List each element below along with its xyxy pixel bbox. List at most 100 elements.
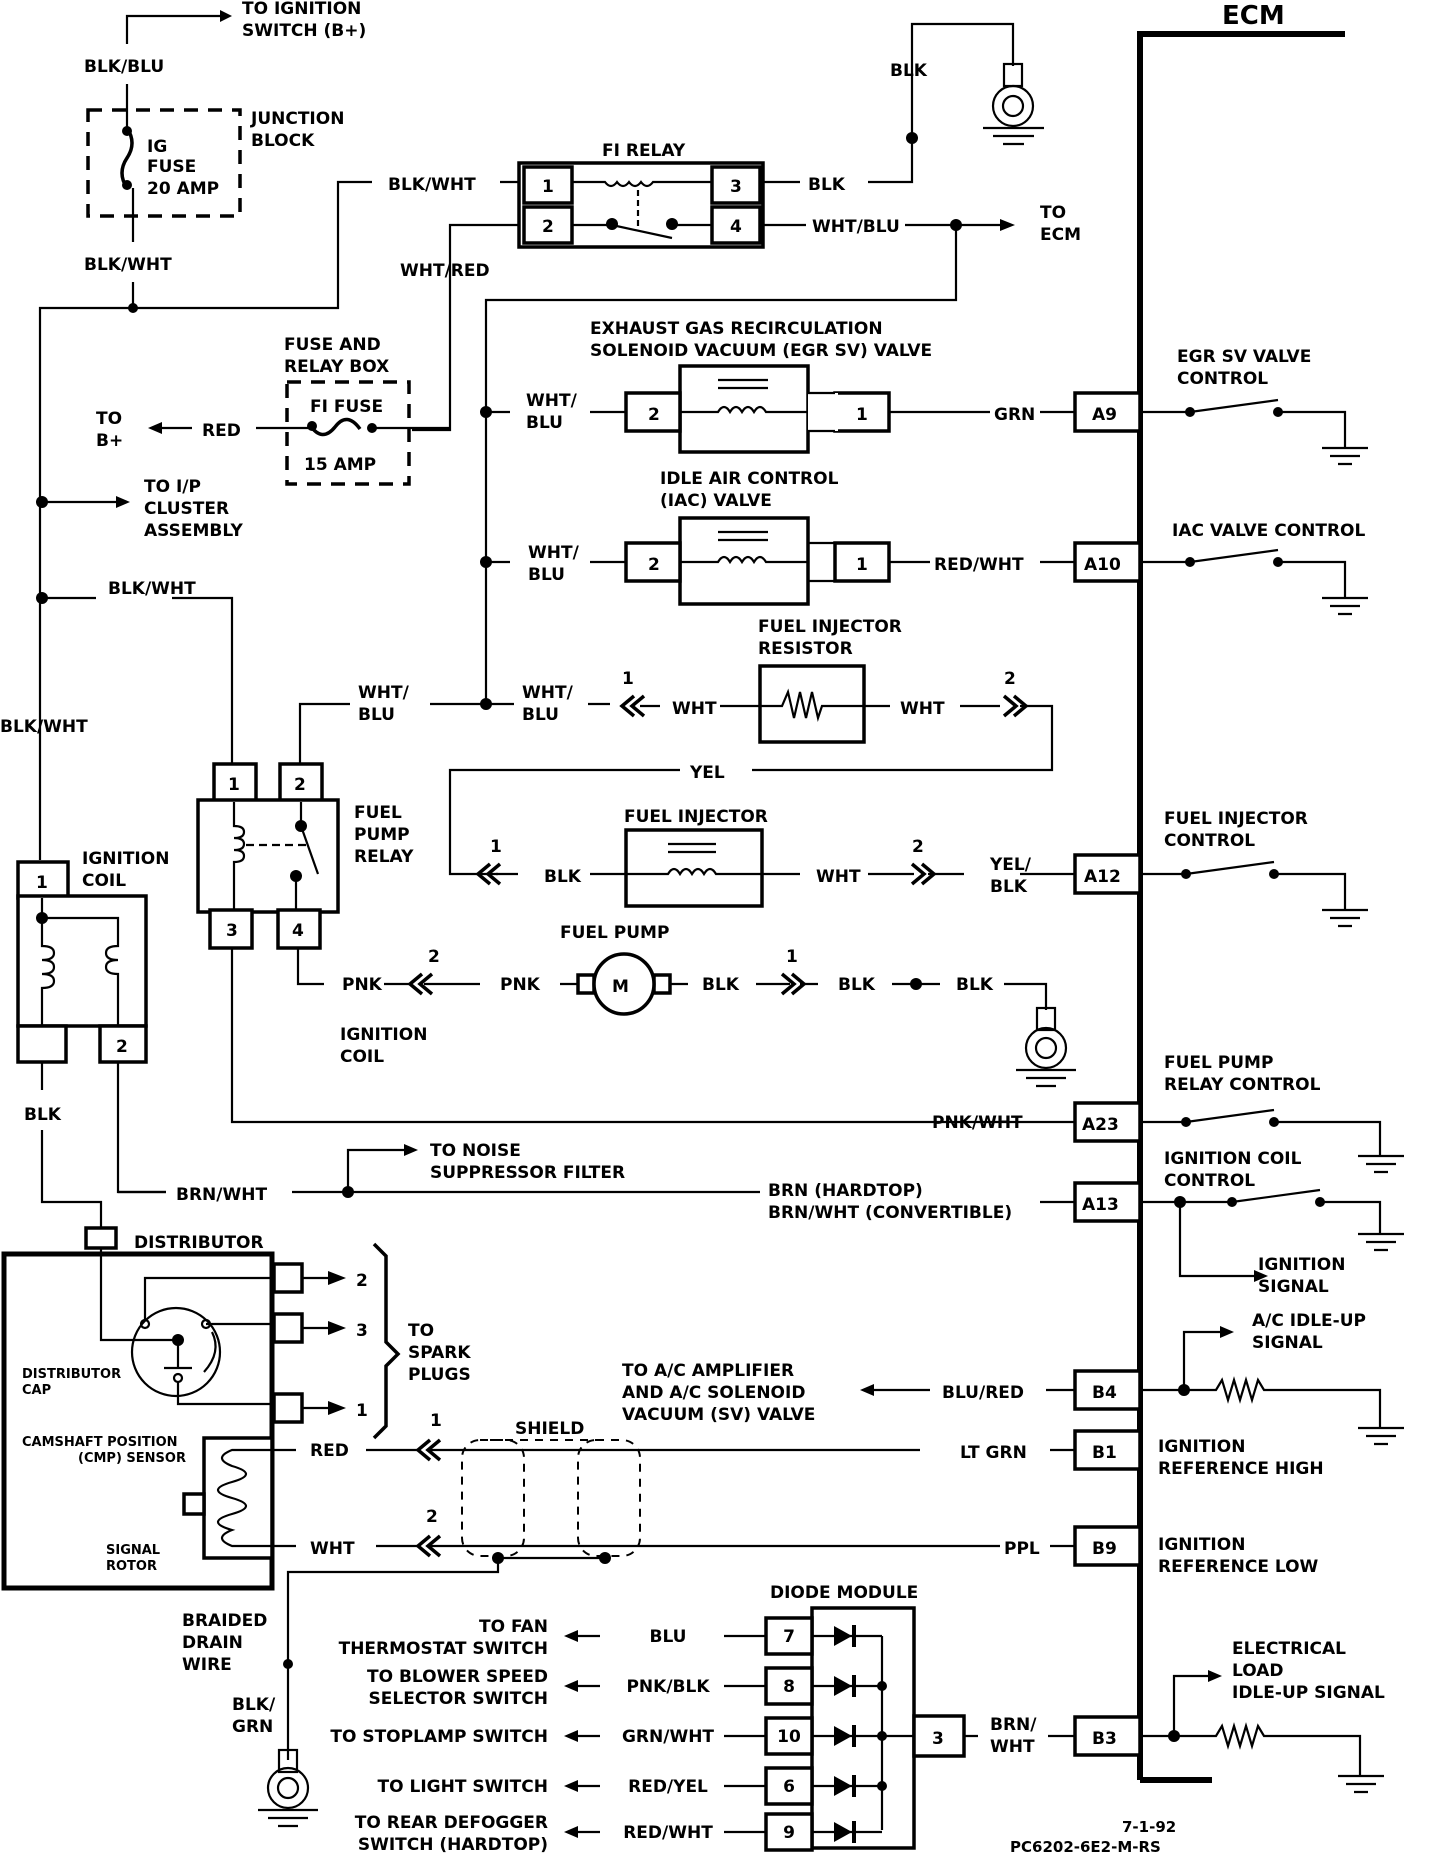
wire-label: WHT	[990, 1737, 1035, 1757]
wire-label: BLK	[990, 877, 1028, 897]
wire-label: WHT/	[522, 683, 574, 703]
arrow-left-icon	[860, 1384, 874, 1396]
diode-icon	[834, 1675, 856, 1697]
connector-number: 1	[490, 837, 502, 857]
rotation-arrow-icon	[203, 1331, 217, 1373]
ecm-pin: A23	[1082, 1115, 1119, 1135]
solenoid-coil-icon	[626, 867, 762, 877]
arrow-right-icon	[1220, 1326, 1234, 1338]
component-title: FI RELAY	[602, 141, 686, 161]
component-title: FUEL INJECTOR	[758, 617, 902, 637]
arrow-right-icon	[116, 496, 130, 508]
component-title: SOLENOID VACUUM (EGR SV) VALVE	[590, 341, 932, 361]
label: 20 AMP	[147, 179, 219, 199]
spark-plug-number: 3	[356, 1321, 368, 1341]
pin-label: 4	[730, 217, 742, 237]
pin-label: 1	[228, 775, 240, 795]
connector-icon	[475, 862, 502, 886]
label: DISTRIBUTOR	[22, 1367, 121, 1382]
solenoid-coil-icon	[680, 555, 808, 565]
wire-label: RED	[202, 421, 241, 441]
connector-icon	[415, 1534, 442, 1558]
wire-label: BRN/	[990, 1715, 1037, 1735]
wire-label: RED	[310, 1441, 349, 1461]
arrow-right-icon	[1000, 219, 1015, 231]
ecm-function-label: IGNITION	[1158, 1437, 1245, 1457]
label: CAP	[22, 1383, 51, 1398]
label: AND A/C SOLENOID	[622, 1383, 805, 1403]
ecm-pin: A10	[1084, 555, 1121, 575]
solenoid-coil-icon	[680, 405, 808, 415]
wire-label: BRN (HARDTOP)	[768, 1181, 923, 1201]
wire-label: GRN	[232, 1717, 273, 1737]
wire-label: BLU	[358, 705, 395, 725]
pin-label: 6	[783, 1777, 795, 1797]
connector-number: 1	[622, 669, 634, 689]
connector-number: 2	[426, 1507, 438, 1527]
sensor-coil-icon	[216, 1448, 272, 1548]
wire-label: BLK/WHT	[108, 579, 196, 599]
fuse-icon	[120, 127, 134, 189]
iac-valve: IDLE AIR CONTROL (IAC) VALVE WHT/ BLU 2 …	[480, 469, 1368, 616]
arrow-right-icon	[404, 1144, 418, 1156]
relay-coil-icon	[232, 802, 246, 910]
connector-icon	[619, 694, 646, 718]
ac-idle-up-signal: TO A/C AMPLIFIER AND A/C SOLENOID VACUUM…	[622, 1311, 1404, 1446]
label: (CMP) SENSOR	[78, 1451, 186, 1466]
ecm-function-label: RELAY CONTROL	[1164, 1075, 1321, 1095]
pin-label: 3	[730, 177, 742, 197]
ecm-function-label: FUEL PUMP	[1164, 1053, 1273, 1073]
diode-target-label: SWITCH (HARDTOP)	[358, 1835, 548, 1855]
connector-icon	[407, 972, 434, 996]
wire-label: RED/WHT	[934, 555, 1024, 575]
diode-icon	[834, 1821, 856, 1843]
wire-label: WHT	[816, 867, 861, 887]
connector-number: 2	[1004, 669, 1016, 689]
spark-plug-number: 2	[356, 1271, 368, 1291]
ecm-function-label: CONTROL	[1164, 831, 1255, 851]
pin-label: 2	[648, 555, 660, 575]
component-title: IDLE AIR CONTROL	[660, 469, 839, 489]
diode-target-label: TO REAR DEFOGGER	[355, 1813, 548, 1833]
ground-icon	[1338, 1774, 1384, 1794]
fuel-pump-relay: 1 2 3 4 FUEL PUMP RELAY	[196, 762, 1075, 1124]
wire-label: LT GRN	[960, 1443, 1027, 1463]
diode-target-label: TO BLOWER SPEED	[367, 1667, 548, 1687]
ecm-function-label: FUEL INJECTOR	[1164, 809, 1308, 829]
component-title: DISTRIBUTOR	[134, 1233, 264, 1253]
diagram-date: 7-1-92	[1122, 1818, 1176, 1836]
ground-icon	[1358, 1426, 1404, 1446]
ecm-function-label: CONTROL	[1164, 1171, 1255, 1191]
label: SUPPRESSOR FILTER	[430, 1163, 625, 1183]
wire-label: WHT/RED	[400, 261, 490, 281]
ignition-coil: 1 IGNITION COIL 2 BLK IGNITION COIL	[16, 849, 427, 1228]
wire-label: BLK	[544, 867, 582, 887]
connector-icon	[415, 1438, 442, 1462]
ecm-block: ECM	[1137, 1, 1345, 1783]
wire-label: BLK/WHT	[388, 175, 476, 195]
label: RELAY BOX	[284, 357, 389, 377]
diode-target-label: THERMOSTAT SWITCH	[339, 1639, 548, 1659]
label: B+	[96, 431, 123, 451]
ground-icon	[983, 62, 1044, 146]
shield-icon	[461, 1439, 641, 1557]
pin-label: 2	[648, 405, 660, 425]
pin-label: 8	[783, 1677, 795, 1697]
component-title: (IAC) VALVE	[660, 491, 772, 511]
connector-number: 2	[912, 837, 924, 857]
label: IG	[147, 137, 167, 157]
ecm-function-label: IGNITION COIL	[1164, 1149, 1302, 1169]
brace-icon	[372, 1242, 401, 1440]
motor-label: M	[612, 977, 629, 997]
ignition-reference-low: PPL B9 IGNITION REFERENCE LOW	[1004, 1525, 1319, 1577]
label: ECM	[1040, 225, 1081, 245]
ecm-function-label: REFERENCE LOW	[1158, 1557, 1319, 1577]
wire-label: BLK	[808, 175, 846, 195]
label: 15 AMP	[304, 455, 376, 475]
spark-plug-number: 1	[356, 1401, 368, 1421]
pin-label: 2	[116, 1037, 128, 1057]
